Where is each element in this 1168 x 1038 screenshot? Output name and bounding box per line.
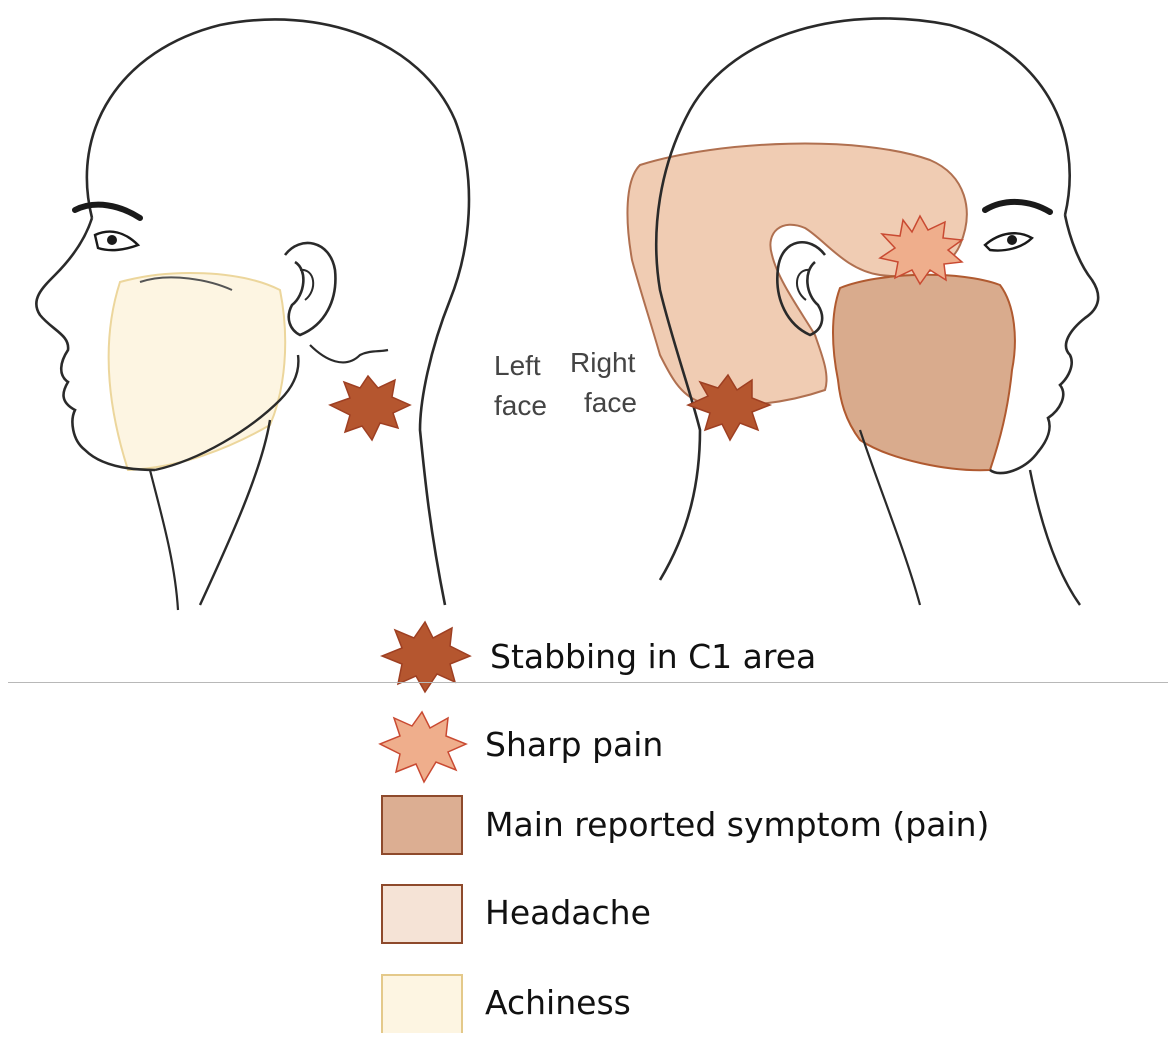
legend-sharp-label: Sharp pain — [485, 728, 663, 761]
legend-achiness-swatch — [381, 974, 463, 1033]
legend-main-label: Main reported symptom (pain) — [485, 808, 989, 841]
right-head — [627, 18, 1098, 605]
left-ear — [285, 243, 335, 335]
achiness-region — [109, 273, 286, 470]
left-label-line2: face — [494, 390, 547, 421]
divider-line — [8, 682, 1168, 683]
legend-sharp-icon — [380, 712, 466, 782]
legend-main-swatch — [381, 795, 463, 855]
left-label-line1: Left — [494, 350, 541, 381]
legend-achiness-label: Achiness — [485, 986, 631, 1019]
left-stabbing-star — [330, 376, 410, 440]
left-throat-line — [150, 470, 178, 610]
right-label-line1: Right — [570, 347, 636, 378]
legend-headache-swatch — [381, 884, 463, 944]
main-symptom-region — [833, 275, 1015, 470]
legend-headache-label: Headache — [485, 896, 651, 929]
face-labels: Left face Right face — [494, 347, 637, 421]
right-eyebrow — [985, 202, 1050, 212]
left-eyebrow — [75, 205, 140, 218]
legend-stabbing-label: Stabbing in C1 area — [490, 640, 816, 673]
right-label-line2: face — [584, 387, 637, 418]
left-head — [36, 19, 469, 610]
right-front-neck — [1030, 470, 1080, 605]
